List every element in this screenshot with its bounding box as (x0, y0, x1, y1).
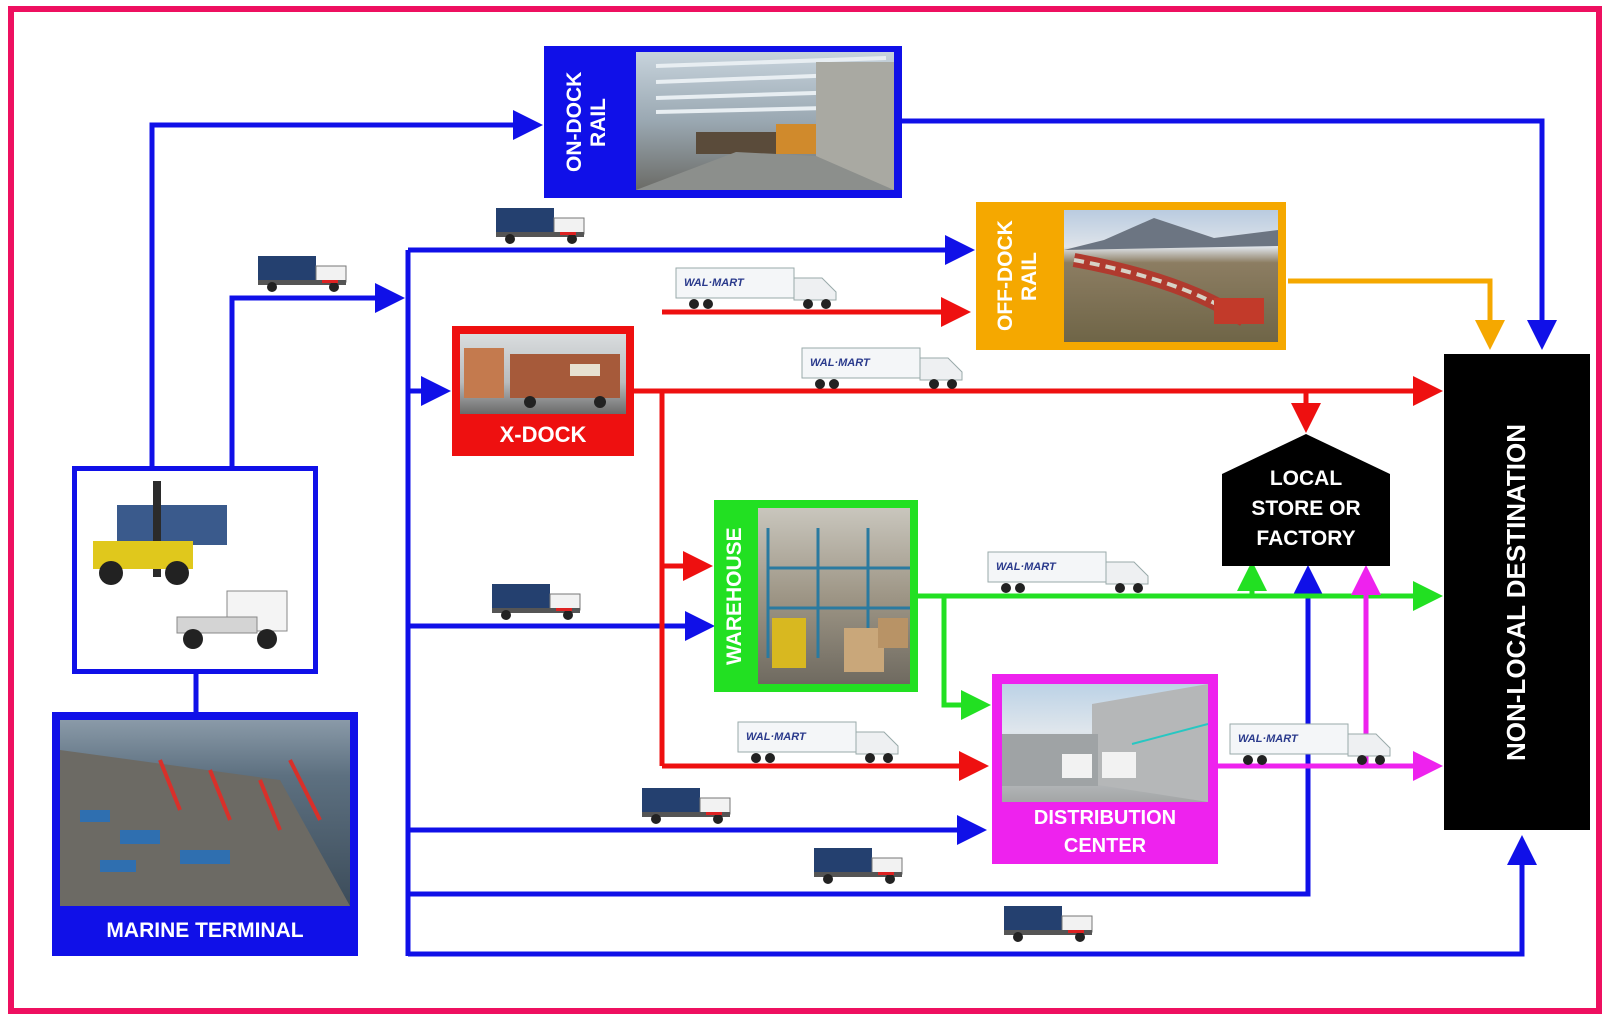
non-local-destination-label: NON-LOCAL DESTINATION (1501, 423, 1532, 761)
container-truck-icon (814, 848, 903, 884)
distribution-center-node: DISTRIBUTION CENTER (992, 674, 1218, 864)
flow-warehouse-to-distribution (941, 596, 991, 720)
container-truck-icon (258, 256, 347, 292)
container-truck-icon (1004, 906, 1093, 942)
distribution-center-label: DISTRIBUTION CENTER (1033, 807, 1177, 857)
walmart-trailer-truck-icon: WAL·MART (737, 721, 899, 763)
flow-trunk-to-local (408, 565, 1323, 897)
train-in-tunnel-photo (636, 52, 894, 190)
non-local-destination-node: NON-LOCAL DESTINATION (1444, 354, 1590, 830)
x-dock-node: X-DOCK (452, 326, 634, 456)
svg-text:WAL·MART: WAL·MART (1238, 733, 1299, 745)
walmart-trailer-truck-icon: WAL·MART (1229, 723, 1391, 765)
diagram-frame (8, 6, 1602, 1014)
container-truck-icon (492, 584, 581, 620)
x-dock-label: X-DOCK (499, 422, 587, 447)
walmart-trailer-truck-icon: WAL·MART (987, 551, 1149, 593)
port-aerial-photo (60, 720, 350, 906)
off-dock-rail-label: OFF-DOCK RAIL (993, 220, 1041, 332)
freight-train-photo (1064, 210, 1278, 342)
trailers-photo (460, 334, 626, 414)
svg-text:WAL·MART: WAL·MART (996, 561, 1057, 573)
svg-text:WAL·MART: WAL·MART (684, 277, 745, 289)
walmart-trailer-truck-icon: WAL·MART (801, 347, 963, 389)
container-truck-icon (642, 788, 731, 824)
svg-text:WAL·MART: WAL·MART (810, 357, 871, 369)
warehouse-node: WAREHOUSE (714, 500, 918, 692)
local-store-label: LOCAL STORE OR FACTORY (1251, 467, 1361, 550)
local-store-node (1222, 434, 1390, 566)
container-handler-and-yard-tractor (93, 481, 288, 649)
warehouse-label: WAREHOUSE (722, 527, 746, 665)
warehouse-interior-photo (758, 508, 910, 684)
walmart-trailer-truck-icon: WAL·MART (675, 267, 837, 309)
svg-text:WAL·MART: WAL·MART (746, 731, 807, 743)
loading-dock-photo (1002, 684, 1208, 802)
flow-terminal-to-ondock (149, 110, 543, 466)
marine-terminal-node: MARINE TERMINAL (52, 712, 358, 956)
marine-terminal-label: MARINE TERMINAL (106, 919, 304, 942)
flow-terminal-to-trunk (229, 283, 405, 466)
flow-ondock-to-nonlocal (900, 118, 1557, 350)
flow-offdock-to-nonlocal (1288, 278, 1505, 350)
on-dock-rail-node: ON-DOCK RAIL (544, 46, 902, 198)
off-dock-rail-node: OFF-DOCK RAIL (976, 202, 1286, 350)
on-dock-rail-label: ON-DOCK RAIL (562, 71, 610, 173)
flow-trunk-to-nonlocal (408, 835, 1537, 957)
terminal-equipment-node (72, 466, 318, 674)
container-truck-icon (496, 208, 585, 244)
